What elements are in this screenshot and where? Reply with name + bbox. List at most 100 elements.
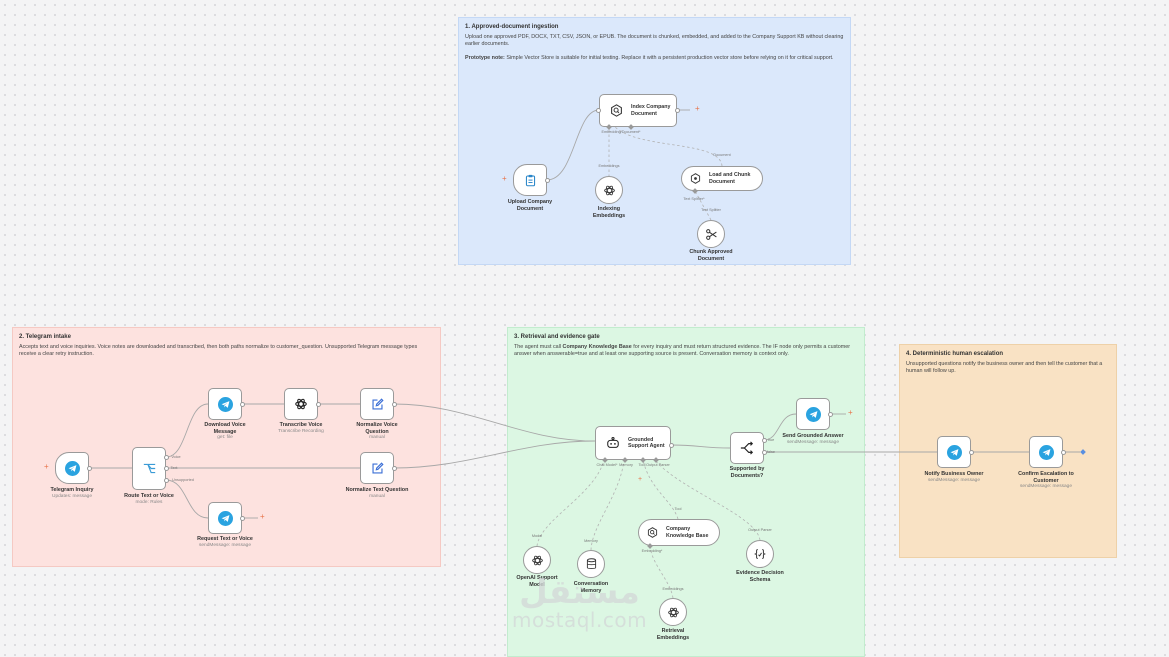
node-upload-company-document-label: Upload Company Document: [507, 199, 553, 212]
port-request-out[interactable]: [240, 516, 245, 521]
node-indexing-embeddings[interactable]: [595, 176, 623, 204]
node-indexing-embeddings-label: Indexing Embeddings: [592, 206, 626, 219]
node-company-knowledge-base[interactable]: Company Knowledge Base: [638, 519, 720, 546]
node-telegram-inquiry[interactable]: [55, 452, 89, 484]
port-switch-text-out[interactable]: [164, 466, 169, 471]
node-route-text-or-voice[interactable]: [132, 447, 166, 490]
port-transcribe-out[interactable]: [316, 402, 321, 407]
node-retrieval-embeddings-label: Retrieval Embeddings: [656, 628, 690, 641]
node-send-grounded-answer[interactable]: [796, 398, 830, 430]
port-normvoice-out[interactable]: [392, 402, 397, 407]
port-if-false-out[interactable]: [762, 450, 767, 455]
edge-voice-normalized-to-agent: [393, 403, 596, 442]
node-confirm-escalation[interactable]: [1029, 436, 1063, 468]
port-telegram-out[interactable]: [87, 466, 92, 471]
node-evidence-schema-label: Evidence Decision Schema: [736, 570, 784, 583]
sticky-telegram-title: 2. Telegram intake: [19, 334, 71, 340]
normalize-text-title: Normalize Text Question: [345, 487, 409, 493]
node-normalize-text-question[interactable]: [360, 452, 394, 484]
request-title: Request Text or Voice: [197, 536, 253, 542]
node-notify-business-owner[interactable]: [937, 436, 971, 468]
tag-embedding-document: Embedding/Document*: [601, 130, 641, 134]
tag-tool-in: Tool: [674, 507, 682, 511]
download-sub: get: file: [217, 435, 233, 441]
add-node-upload-plus[interactable]: +: [502, 174, 507, 183]
telegram-inquiry-sub: Updates: message: [51, 493, 92, 499]
node-retrieval-embeddings[interactable]: [659, 598, 687, 626]
node-openai-support-model[interactable]: [523, 546, 551, 574]
sticky-ingestion[interactable]: 1. Approved-document ingestion Upload on…: [458, 17, 851, 265]
send-sub: sendMessage: message: [786, 439, 839, 445]
edge-if-true: [763, 413, 797, 441]
transcribe-title: Transcribe Voice: [279, 422, 323, 428]
port-send-out[interactable]: [828, 412, 833, 417]
send-title: Send Grounded Answer: [782, 433, 844, 439]
node-download-voice-message[interactable]: [208, 388, 242, 420]
port-index-in[interactable]: [596, 108, 601, 113]
node-supported-by-documents[interactable]: [730, 432, 764, 464]
retrieval-body-pre: The agent must call: [514, 344, 563, 350]
node-transcribe-voice[interactable]: [284, 388, 318, 420]
transcribe-sub: Transcribe Recording: [278, 428, 324, 434]
port-switch-voice-out[interactable]: [164, 455, 169, 460]
sticky-ingestion-note: Prototype note: Simple Vector Store is s…: [465, 55, 844, 62]
port-index-out[interactable]: [675, 108, 680, 113]
port-if-true-out[interactable]: [762, 438, 767, 443]
edge-splitter-to-loader: [694, 190, 712, 221]
tag-voice: Voice: [171, 455, 181, 459]
port-download-out[interactable]: [240, 402, 245, 407]
sticky-retrieval-title: 3. Retrieval and evidence gate: [514, 334, 600, 340]
node-grounded-support-agent[interactable]: Grounded Support Agent: [595, 426, 671, 460]
sticky-escalation-title: 4. Deterministic human escalation: [906, 351, 1004, 357]
note-label: Prototype note:: [465, 54, 505, 61]
telegram-icon: [217, 510, 233, 526]
port-notify-out[interactable]: [969, 450, 974, 455]
port-normtext-out[interactable]: [392, 466, 397, 471]
tag-output-parser: Output Parser: [646, 463, 670, 467]
node-request-text-or-voice[interactable]: [208, 502, 242, 534]
retrieval-body-post: for every inquiry and must return struct…: [514, 344, 851, 358]
node-company-kb-label: Company Knowledge Base: [666, 526, 709, 539]
sticky-retrieval[interactable]: 3. Retrieval and evidence gate The agent…: [507, 327, 865, 657]
node-normalize-voice-question[interactable]: [360, 388, 394, 420]
node-load-and-chunk-label: Load and Chunk Document: [709, 172, 751, 185]
openai-icon: [294, 397, 308, 411]
openai-icon: [667, 606, 680, 619]
port-upload-out[interactable]: [545, 178, 550, 183]
normalize-text-sub: manual: [369, 493, 385, 499]
node-load-and-chunk-document[interactable]: Load and Chunk Document: [681, 166, 763, 191]
node-index-company-document-label: Index Company Document: [631, 104, 671, 117]
telegram-icon: [64, 460, 80, 476]
port-agent-out[interactable]: [669, 443, 674, 448]
tag-embedding-out: Embedding*: [641, 549, 663, 553]
tag-tool: Tool: [638, 463, 646, 467]
node-evidence-decision-schema[interactable]: [746, 540, 774, 568]
tag-output-parser-in: Output Parser: [748, 528, 772, 532]
add-node-index-plus[interactable]: +: [695, 104, 700, 113]
node-upload-company-document[interactable]: [513, 164, 547, 196]
port-confirm-out[interactable]: [1061, 450, 1066, 455]
sticky-retrieval-body: The agent must call Company Knowledge Ba…: [514, 344, 858, 359]
node-conversation-memory[interactable]: [577, 550, 605, 578]
request-sub: sendMessage: message: [198, 542, 251, 548]
tag-unsupported: Unsupported: [172, 478, 194, 482]
openai-icon: [603, 184, 616, 197]
port-switch-unsupported-out[interactable]: [164, 478, 169, 483]
node-index-company-document[interactable]: Index Company Document: [599, 94, 677, 127]
edge-loader-to-index: [614, 126, 723, 167]
tag-document: Document: [713, 153, 731, 157]
add-node-telegram-plus[interactable]: +: [44, 462, 49, 471]
telegram-icon: [1038, 444, 1054, 460]
edit-icon: [371, 461, 384, 475]
add-tool-plus[interactable]: +: [638, 476, 643, 483]
add-node-send-plus[interactable]: +: [848, 408, 853, 417]
confirm-title: Confirm Escalation to Customer: [1018, 471, 1074, 484]
sticky-ingestion-title: 1. Approved-document ingestion: [465, 24, 559, 30]
tag-embeddings-1: Embeddings: [598, 164, 620, 168]
add-node-request-plus[interactable]: +: [260, 512, 265, 521]
node-chunk-approved-document[interactable]: [697, 220, 725, 248]
